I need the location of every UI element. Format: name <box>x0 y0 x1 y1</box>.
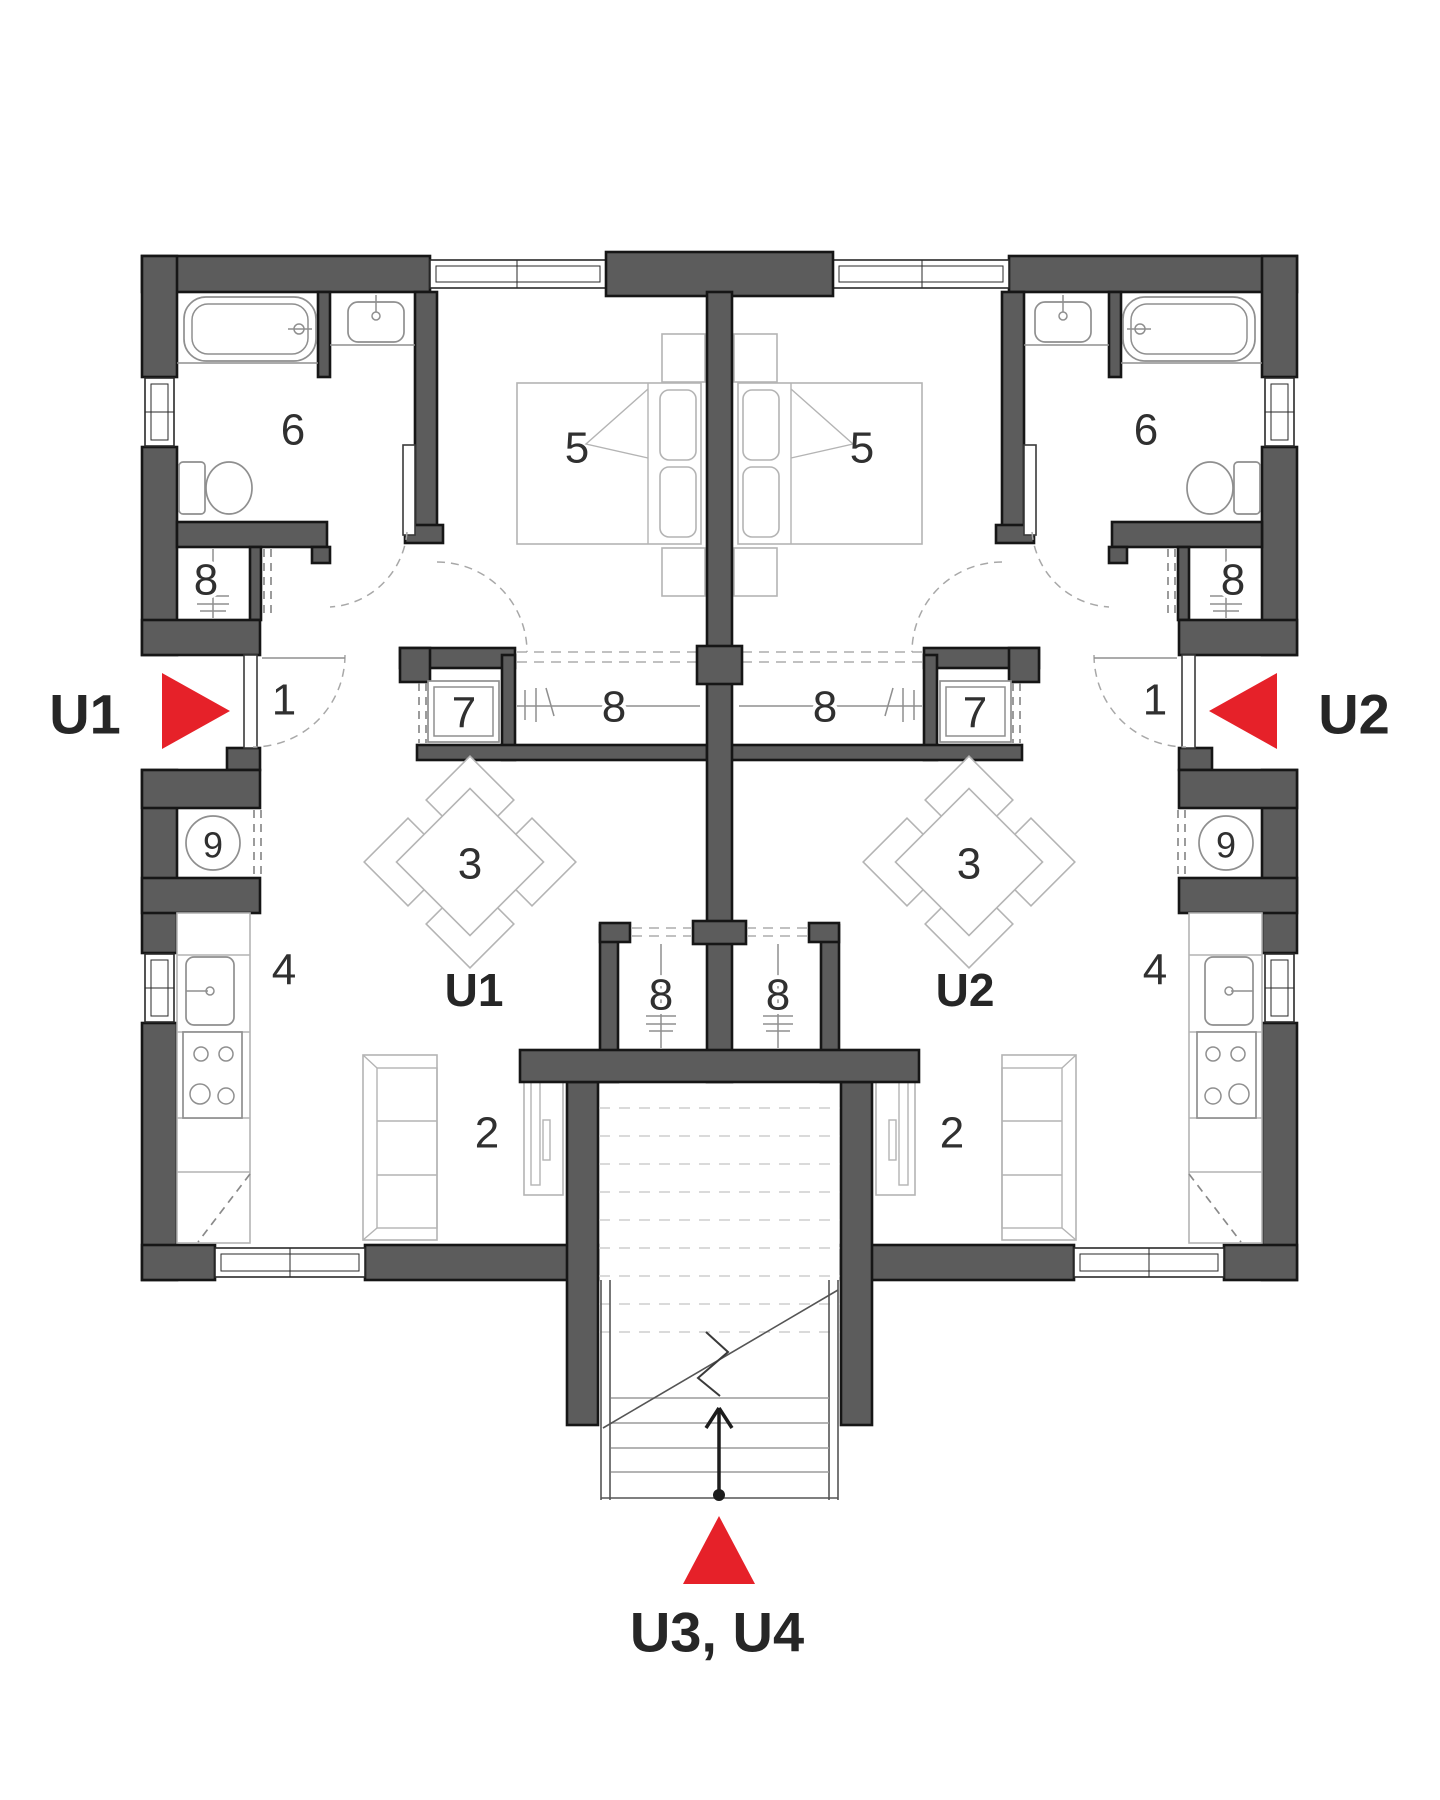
entry-door <box>243 654 346 749</box>
room-label-closet-long-u1: 8 <box>602 683 626 732</box>
unit-label-u3-u4: U3, U4 <box>630 1601 804 1664</box>
stove-icon <box>182 1031 243 1119</box>
room-label-living-u1: 2 <box>475 1109 499 1158</box>
tv-console-icon <box>523 1064 564 1196</box>
window-left-bath <box>144 377 175 447</box>
window-top <box>429 259 607 289</box>
room-label-bedroom-u1: 5 <box>565 424 589 473</box>
party-wall-tick-lower <box>691 919 748 946</box>
room-label-washer-u1: 7 <box>452 689 476 738</box>
water-heater-circle <box>185 815 241 871</box>
room-label-closet-bath-u2: 8 <box>1221 556 1245 605</box>
unit-interior-label-u2: U2 <box>936 964 995 1016</box>
closet-rod-long <box>517 687 700 722</box>
labels: U1 U2 U3, U4 U1 U2 6 8 1 7 8 9 3 4 5 8 2… <box>49 406 1390 1664</box>
kitchen-sink-icon <box>185 956 235 1026</box>
top-center-wall <box>604 250 835 298</box>
bathtub-icon <box>177 296 318 364</box>
closet-rod-bath <box>197 549 229 618</box>
unit-u2-shapes <box>705 254 1299 1427</box>
room-label-kitchen-u2: 4 <box>1143 946 1167 995</box>
toilet-icon <box>178 461 253 515</box>
shared-core <box>518 250 921 1084</box>
washer-box <box>427 680 500 743</box>
room-label-closet-long-u2: 8 <box>813 683 837 732</box>
room-label-washer-u2: 7 <box>963 689 987 738</box>
bath-door <box>329 444 416 608</box>
room-label-dining-u2: 3 <box>957 840 981 889</box>
stairwell-head-wall <box>518 1048 921 1084</box>
room-label-heater-u2: 9 <box>1216 825 1236 866</box>
room-label-bedroom-u2: 5 <box>850 424 874 473</box>
bed-icon <box>516 333 706 597</box>
room-label-closet-bath-u1: 8 <box>194 556 218 605</box>
break-line-icon <box>696 1331 730 1397</box>
room-label-dining-u1: 3 <box>458 840 482 889</box>
room-label-closet-stair-u2: 8 <box>766 971 790 1020</box>
unit-label-u1: U1 <box>49 683 121 746</box>
stair-direction-arrow-icon <box>704 1407 734 1501</box>
room-label-entry-u1: 1 <box>272 676 296 725</box>
sofa-icon <box>362 1054 438 1241</box>
entry-arrow-u3-u4 <box>683 1516 755 1584</box>
bath-sink-icon <box>330 295 415 346</box>
window-bottom-living <box>214 1247 366 1278</box>
room-label-bathroom-u2: 6 <box>1134 406 1158 455</box>
unit-u1-shapes <box>140 254 734 1427</box>
bedroom-door <box>436 561 528 653</box>
closet-door-dashes <box>253 549 697 937</box>
room-label-entry-u2: 1 <box>1143 676 1167 725</box>
closet-rod-stair <box>646 944 676 1048</box>
party-wall-tick-upper <box>695 644 744 686</box>
entry-arrow-u1 <box>162 673 230 749</box>
dining-table-icon <box>363 755 577 969</box>
room-label-kitchen-u1: 4 <box>272 946 296 995</box>
room-label-living-u2: 2 <box>940 1109 964 1158</box>
window-symbols <box>144 259 607 1278</box>
unit-label-u2: U2 <box>1318 683 1390 746</box>
room-label-bathroom-u1: 6 <box>281 406 305 455</box>
unit-interior-label-u1: U1 <box>445 964 504 1016</box>
window-left-kitchen <box>144 953 175 1023</box>
party-wall <box>705 290 734 1084</box>
stairwell <box>599 1107 840 1584</box>
unit-walls <box>140 254 734 1427</box>
room-label-heater-u1: 9 <box>203 825 223 866</box>
room-label-closet-stair-u1: 8 <box>649 971 673 1020</box>
